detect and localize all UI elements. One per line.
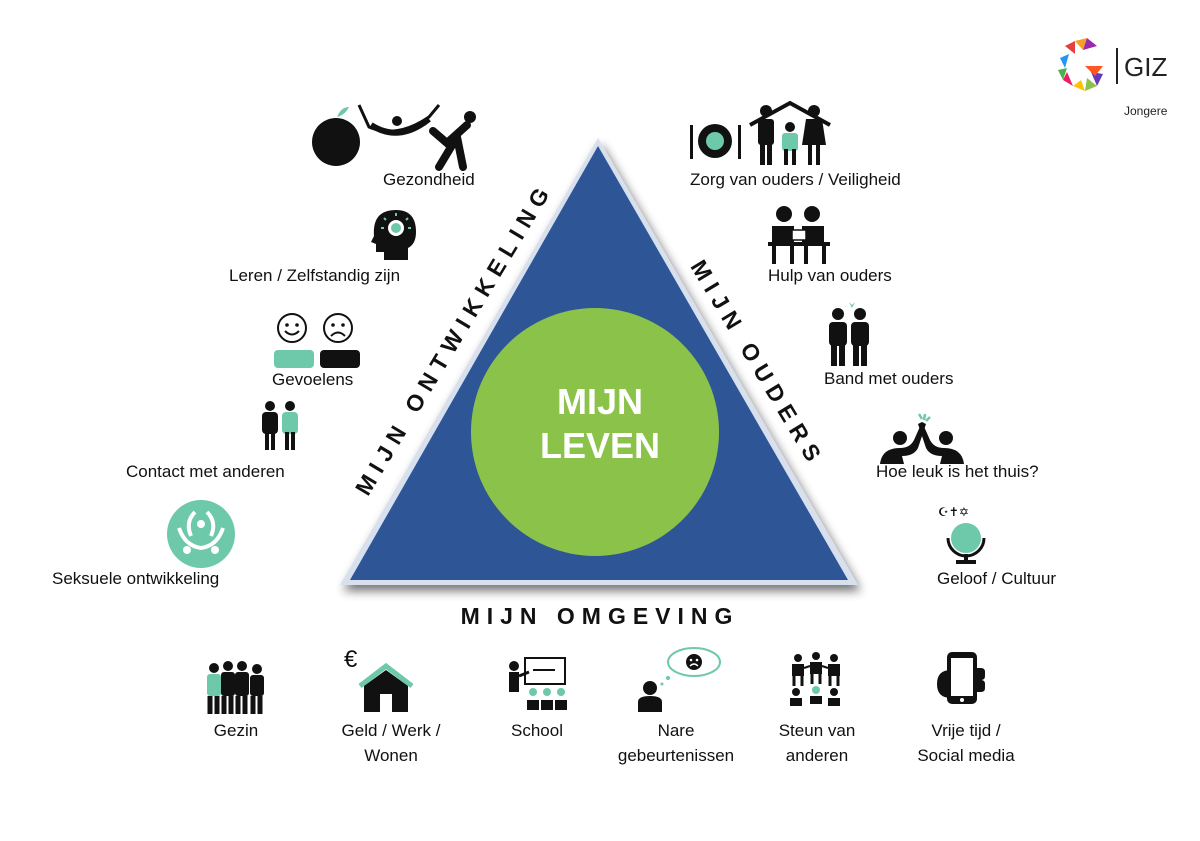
center-title: MIJN LEVEN <box>470 380 730 468</box>
family-group-icon <box>207 661 264 714</box>
classroom-icon <box>509 657 567 710</box>
label-gevoelens: Gevoelens <box>272 370 354 389</box>
support-people-icon <box>790 652 840 706</box>
center-circle <box>471 308 719 556</box>
head-lightbulb-icon <box>371 210 416 260</box>
svg-text:☪✝✡: ☪✝✡ <box>938 505 969 519</box>
high-five-icon <box>880 413 964 464</box>
label-steun-line2: anderen <box>785 746 849 765</box>
feelings-faces-icon <box>274 313 360 368</box>
sexual-development-icon <box>167 500 235 568</box>
label-nare-line2: gebeurtenissen <box>617 746 735 765</box>
euro-symbol: € <box>344 646 358 673</box>
house-euro-icon <box>358 662 414 712</box>
label-steun-line1: Steun van <box>778 721 856 740</box>
center-line1: MIJN <box>556 381 643 422</box>
parents-help-icon <box>768 206 830 264</box>
phone-hand-icon <box>937 652 985 704</box>
globe-religion-icon: ☪✝✡ <box>938 505 986 564</box>
logo-divider <box>1116 48 1118 84</box>
label-contact: Contact met anderen <box>126 462 285 481</box>
giz-logo-icon <box>1058 38 1103 91</box>
sad-thought-icon <box>638 647 721 712</box>
label-geloof: Geloof / Cultuur <box>937 569 1057 588</box>
two-people-icon <box>262 401 298 450</box>
label-school: School <box>511 721 563 740</box>
bond-icon <box>829 302 869 366</box>
side-label-bottom: MIJN OMGEVING <box>460 603 740 629</box>
logo-brand: GIZ <box>1124 52 1168 82</box>
label-hoe-leuk: Hoe leuk is het thuis? <box>876 462 1039 481</box>
center-line2: LEVEN <box>539 425 661 466</box>
logo-subtitle: Jongere <box>1124 104 1168 118</box>
label-vrije-line2: Social media <box>917 746 1015 765</box>
label-band: Band met ouders <box>824 369 954 388</box>
label-geld-line2: Wonen <box>364 746 418 765</box>
health-icon <box>312 104 476 171</box>
label-nare-line1: Nare <box>657 721 695 740</box>
label-vrije-line1: Vrije tijd / <box>931 721 1001 740</box>
label-gezondheid: Gezondheid <box>383 170 475 189</box>
label-hulp: Hulp van ouders <box>768 266 892 285</box>
label-leren: Leren / Zelfstandig zijn <box>229 266 401 285</box>
label-zorg: Zorg van ouders / Veiligheid <box>690 170 901 189</box>
family-care-icon <box>690 100 831 165</box>
label-seksuele: Seksuele ontwikkeling <box>52 569 220 588</box>
label-gezin-line1: Gezin <box>213 721 259 740</box>
label-geld-line1: Geld / Werk / <box>341 721 441 740</box>
